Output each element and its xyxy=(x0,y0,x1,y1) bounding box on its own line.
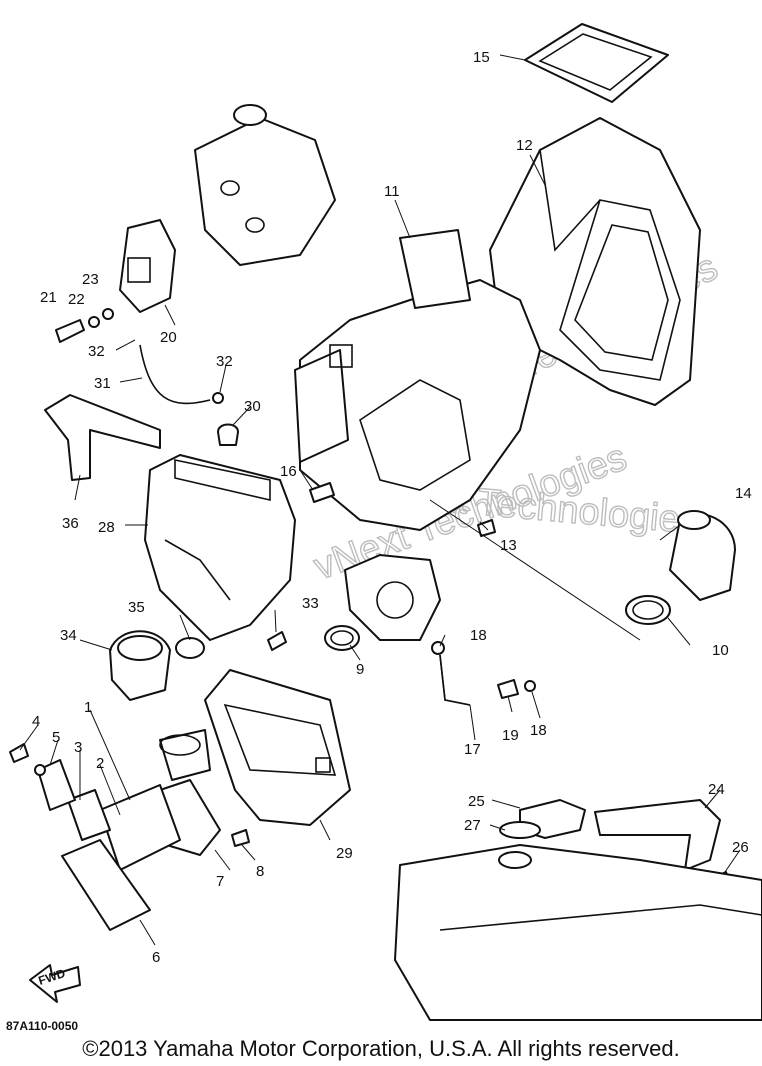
callout-16: 16 xyxy=(280,463,297,480)
callout-32: 32 xyxy=(88,343,105,360)
part-10-clamp[interactable] xyxy=(625,595,671,625)
callout-24: 24 xyxy=(708,781,725,798)
part-14-joint[interactable] xyxy=(669,510,736,601)
part-21-bolt[interactable] xyxy=(55,308,114,343)
part-27-washer[interactable] xyxy=(499,821,541,839)
copyright-notice: ©2013 Yamaha Motor Corporation, U.S.A. A… xyxy=(82,1036,680,1061)
reservoir-tank xyxy=(194,104,336,266)
callout-2: 2 xyxy=(96,755,104,772)
part-8-bolt[interactable] xyxy=(231,829,250,847)
callout-29: 29 xyxy=(336,845,353,862)
callout-27: 27 xyxy=(464,817,481,834)
callout-31: 31 xyxy=(94,375,111,392)
callout-6: 6 xyxy=(152,949,160,966)
callout-4: 4 xyxy=(32,713,40,730)
callout-35: 35 xyxy=(128,599,145,616)
callout-9: 9 xyxy=(356,661,364,678)
callout-21: 21 xyxy=(40,289,57,306)
part-20-bracket[interactable] xyxy=(119,219,176,313)
callout-18: 18 xyxy=(470,627,487,644)
callout-12: 12 xyxy=(516,137,533,154)
fwd-arrow: FWD xyxy=(29,964,81,1003)
callout-18: 18 xyxy=(530,722,547,739)
part-33-bolt[interactable] xyxy=(267,631,287,651)
diagram-code: 87A110-0050 xyxy=(6,1019,78,1033)
part-17-hose[interactable] xyxy=(431,641,536,706)
callout-28: 28 xyxy=(98,519,115,536)
callout-19: 19 xyxy=(502,727,519,744)
callout-10: 10 xyxy=(712,642,729,659)
callout-14: 14 xyxy=(735,485,752,502)
callout-23: 23 xyxy=(82,271,99,288)
part-28-cover[interactable] xyxy=(144,454,296,641)
callout-1: 1 xyxy=(84,699,92,716)
part-16-bolt[interactable] xyxy=(309,482,335,503)
part-1-reed-valve[interactable] xyxy=(9,743,181,931)
part-9-clamp[interactable] xyxy=(324,625,360,651)
part-36-bracket[interactable] xyxy=(44,394,161,481)
callout-5: 5 xyxy=(52,729,60,746)
callout-22: 22 xyxy=(68,291,85,308)
callout-25: 25 xyxy=(468,793,485,810)
callout-8: 8 xyxy=(256,863,264,880)
part-11-airbox[interactable] xyxy=(294,229,541,531)
callout-33: 33 xyxy=(302,595,319,612)
callout-labels: 15 12 11 13 16 14 10 9 17 19 18 18 33 35… xyxy=(32,49,752,966)
callout-7: 7 xyxy=(216,873,224,890)
callout-15: 15 xyxy=(473,49,490,66)
part-31-hose[interactable] xyxy=(139,344,224,405)
callout-17: 17 xyxy=(464,741,481,758)
fuel-tank xyxy=(394,844,762,1021)
carburetor xyxy=(344,554,441,641)
part-29-guard[interactable] xyxy=(204,669,351,826)
callout-34: 34 xyxy=(60,627,77,644)
callout-30: 30 xyxy=(244,398,261,415)
part-30-cap[interactable] xyxy=(217,423,239,446)
callout-11: 11 xyxy=(384,183,400,200)
part-24-pipe[interactable] xyxy=(594,799,721,871)
leader-lines xyxy=(19,54,741,946)
part-15-gasket[interactable] xyxy=(524,23,669,103)
part-12-airbox-cover[interactable] xyxy=(489,117,701,406)
callout-3: 3 xyxy=(74,739,82,756)
callout-13: 13 xyxy=(500,537,517,554)
callout-20: 20 xyxy=(160,329,177,346)
part-34-joint[interactable] xyxy=(109,630,205,701)
callout-32: 32 xyxy=(216,353,233,370)
callout-26: 26 xyxy=(732,839,749,856)
callout-36: 36 xyxy=(62,515,79,532)
